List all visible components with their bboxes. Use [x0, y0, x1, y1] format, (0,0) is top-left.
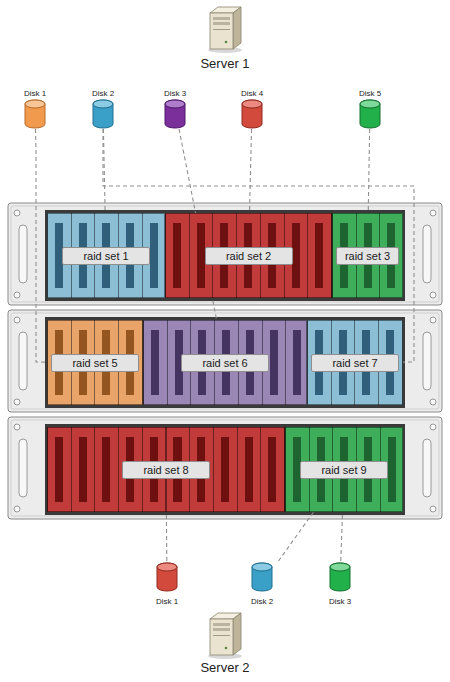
disk-label: Disk 2 — [251, 596, 273, 607]
dashed-connector — [103, 129, 105, 213]
raid-set-label: raid set 9 — [300, 461, 388, 479]
raid-set-label: raid set 8 — [122, 461, 210, 479]
server-icon — [208, 613, 242, 659]
raid-set-label: raid set 3 — [336, 247, 399, 265]
disk: Disk 4 — [232, 88, 272, 129]
disk-label: Disk 3 — [164, 88, 186, 99]
raid-set-label: raid set 7 — [311, 354, 399, 372]
raid-set-label: raid set 5 — [51, 354, 139, 372]
disk-label: Disk 5 — [359, 88, 381, 99]
disk-icon — [360, 100, 380, 128]
disk-label: Disk 1 — [24, 88, 46, 99]
disk-icon — [242, 100, 262, 128]
raid-set: raid set 9 — [285, 427, 403, 512]
raid-set: raid set 7 — [307, 320, 403, 405]
disk-icon — [252, 563, 272, 591]
disk: Disk 5 — [350, 88, 390, 129]
disk-label: Disk 4 — [241, 88, 263, 99]
disk-label: Disk 2 — [92, 88, 114, 99]
disk-label: Disk 1 — [156, 596, 178, 607]
dashed-connector — [166, 512, 168, 561]
rack-enclosure — [8, 310, 442, 412]
raid-set: raid set 3 — [332, 213, 403, 298]
raid-set-label: raid set 1 — [62, 247, 150, 265]
disk-icon — [25, 100, 45, 128]
raid-set: raid set 8 — [47, 427, 285, 512]
dashed-connector — [341, 512, 343, 561]
raid-set: raid set 5 — [47, 320, 143, 405]
disk-icon — [330, 563, 350, 591]
dashed-connector — [35, 129, 47, 362]
disk-label: Disk 3 — [329, 596, 351, 607]
raid-set: raid set 1 — [47, 213, 165, 298]
dashed-connector — [250, 129, 252, 213]
raid-set-label: raid set 2 — [205, 247, 293, 265]
raid-set-label: raid set 6 — [181, 354, 269, 372]
disk: Disk 2 — [83, 88, 123, 129]
rack-enclosure — [8, 417, 442, 519]
server-label: Server 2 — [185, 658, 265, 678]
raid-set: raid set 6 — [143, 320, 307, 405]
disk: Disk 3 — [320, 561, 360, 607]
disk: Disk 2 — [242, 561, 282, 607]
server-label: Server 1 — [185, 54, 265, 74]
server-icon — [208, 7, 242, 53]
disk: Disk 3 — [155, 88, 195, 129]
server-name: Server 1 — [200, 56, 249, 72]
dashed-connector — [278, 512, 313, 561]
disk-icon — [157, 563, 177, 591]
raid-set: raid set 2 — [165, 213, 332, 298]
rack-enclosure — [8, 203, 442, 305]
disk-icon — [93, 100, 113, 128]
dashed-connector — [368, 129, 369, 213]
disk: Disk 1 — [15, 88, 55, 129]
disk: Disk 1 — [147, 561, 187, 607]
disk-icon — [165, 100, 185, 128]
server-name: Server 2 — [200, 660, 249, 676]
